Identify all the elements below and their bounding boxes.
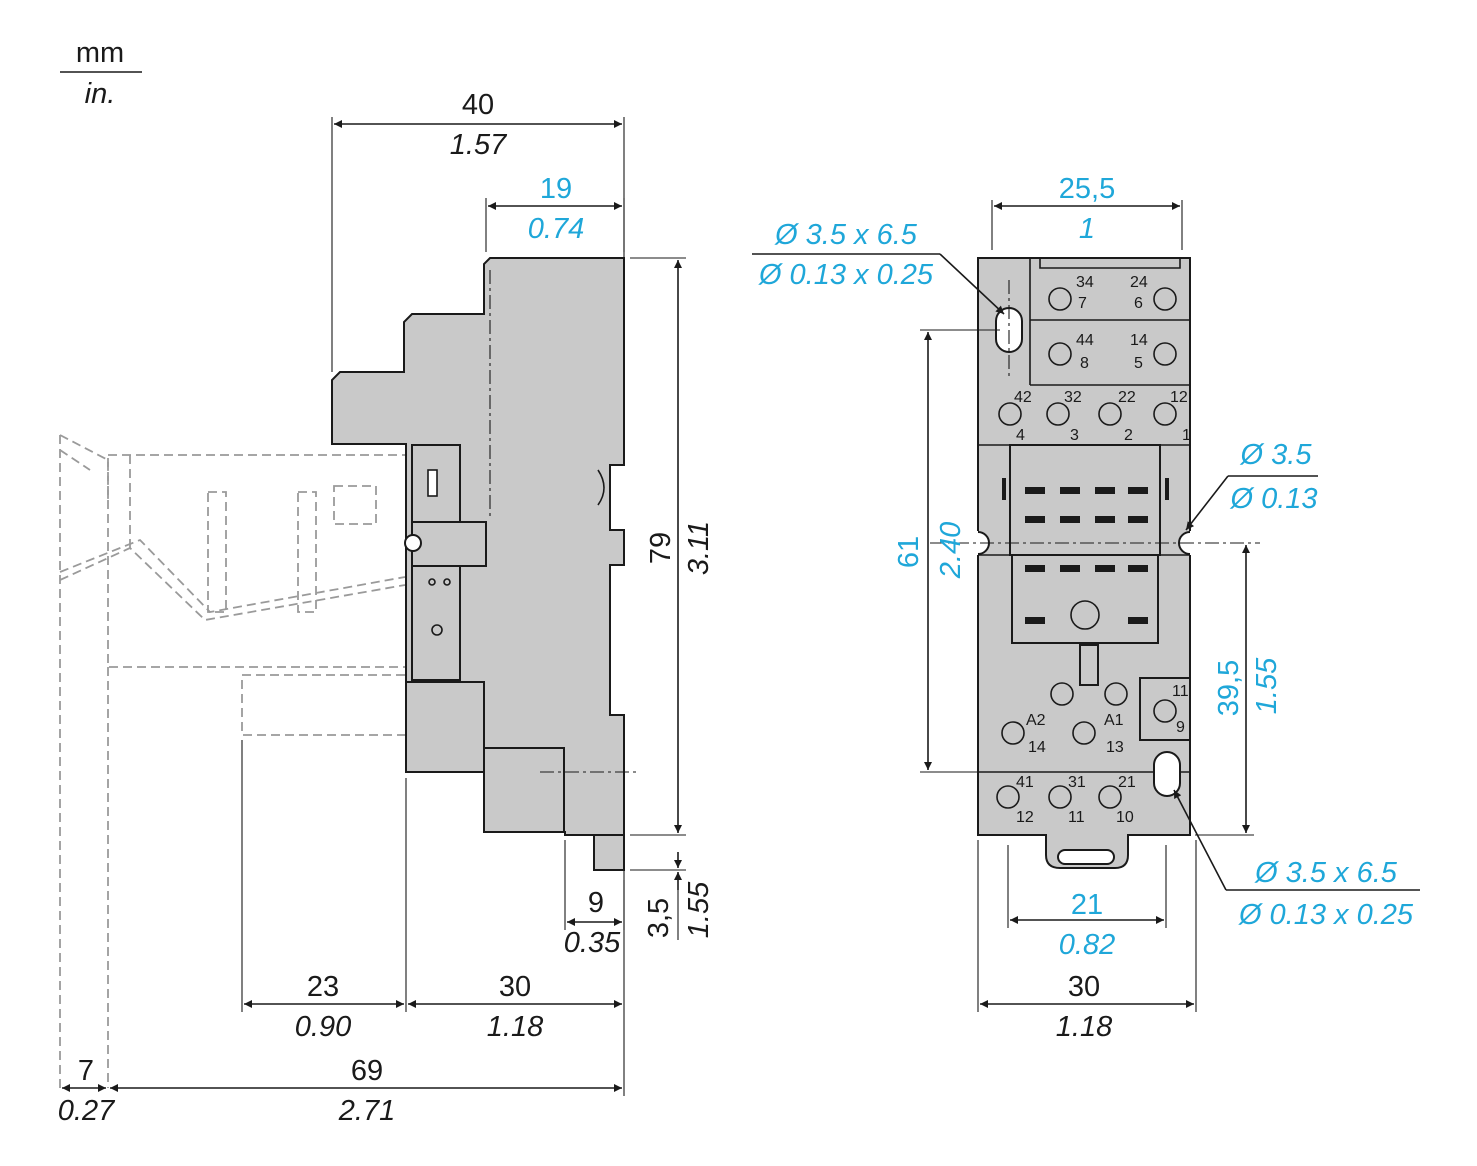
side-view: 40 1.57 19 0.74 79 3.11 3,5 1.55 9 0.35 bbox=[58, 89, 715, 1127]
hole-bottom-in: Ø 0.13 x 0.25 bbox=[1238, 899, 1414, 931]
dim-base-depth-mm: 30 bbox=[499, 971, 531, 1003]
terminal-3: 3 bbox=[1070, 427, 1079, 444]
terminal-34: 34 bbox=[1076, 274, 1094, 291]
front-view: 34 7 24 6 44 8 14 5 42 4 32 3 22 2 12 1 … bbox=[752, 173, 1420, 1043]
dim-bottom-outer-mm: 30 bbox=[1068, 971, 1100, 1003]
terminal-41: 41 bbox=[1016, 774, 1034, 791]
terminal-11-right: 11 bbox=[1172, 683, 1189, 700]
dim-width-top-in: 1 bbox=[1079, 213, 1095, 245]
dim-foot-height-in: 1.55 bbox=[683, 881, 715, 938]
terminal-22: 22 bbox=[1118, 389, 1136, 406]
terminal-labels: 34 7 24 6 44 8 14 5 42 4 32 3 22 2 12 1 … bbox=[1014, 274, 1191, 826]
unit-mm: mm bbox=[76, 37, 124, 69]
dim-overall-mm: 69 bbox=[351, 1055, 383, 1087]
dim-width-top-mm: 25,5 bbox=[1059, 173, 1115, 205]
dim-top-width-in: 0.74 bbox=[528, 213, 584, 245]
dim-height-front-in: 2.40 bbox=[935, 522, 967, 579]
dim-total-width-mm: 40 bbox=[462, 89, 494, 121]
hole-top-mm: Ø 3.5 x 6.5 bbox=[774, 219, 918, 251]
terminal-8: 8 bbox=[1080, 355, 1089, 372]
dim-bottom-inner-in: 0.82 bbox=[1059, 929, 1115, 961]
relay-outline-dashed bbox=[59, 434, 407, 1088]
terminal-14-top: 14 bbox=[1130, 332, 1148, 349]
terminal-14: 14 bbox=[1028, 739, 1046, 756]
dim-overall-in: 2.71 bbox=[338, 1095, 395, 1127]
terminal-32: 32 bbox=[1064, 389, 1082, 406]
terminal-24: 24 bbox=[1130, 274, 1148, 291]
dim-height-in: 3.11 bbox=[683, 521, 715, 575]
dim-bottom-inner-mm: 21 bbox=[1071, 889, 1103, 921]
terminal-7: 7 bbox=[1078, 295, 1087, 312]
terminal-4: 4 bbox=[1016, 427, 1025, 444]
dim-clip-mm: 7 bbox=[78, 1055, 94, 1087]
terminal-1: 1 bbox=[1182, 427, 1191, 444]
mounting-hole-bottom bbox=[1153, 751, 1181, 797]
dim-foot-height-mm: 3,5 bbox=[643, 898, 675, 938]
terminal-5: 5 bbox=[1134, 355, 1143, 372]
terminal-6: 6 bbox=[1134, 295, 1143, 312]
terminal-a1: A1 bbox=[1104, 712, 1124, 729]
terminal-13: 13 bbox=[1106, 739, 1124, 756]
dim-height-front-mm: 61 bbox=[893, 536, 925, 568]
dim-top-width-mm: 19 bbox=[540, 173, 572, 205]
terminal-42: 42 bbox=[1014, 389, 1032, 406]
dim-total-width-in: 1.57 bbox=[450, 129, 508, 161]
dim-base-depth-in: 1.18 bbox=[487, 1011, 543, 1043]
terminal-44: 44 bbox=[1076, 332, 1094, 349]
terminal-2: 2 bbox=[1124, 427, 1133, 444]
terminal-21: 21 bbox=[1118, 774, 1136, 791]
dim-foot-in: 0.35 bbox=[564, 927, 621, 959]
dim-lower-mm: 39,5 bbox=[1213, 660, 1245, 716]
terminal-11-bottom: 11 bbox=[1068, 809, 1085, 826]
hole-top-in: Ø 0.13 x 0.25 bbox=[758, 259, 934, 291]
terminal-screws bbox=[996, 287, 1177, 809]
dim-relay-depth-mm: 23 bbox=[307, 971, 339, 1003]
dim-relay-depth-in: 0.90 bbox=[295, 1011, 351, 1043]
dim-height-mm: 79 bbox=[645, 532, 677, 564]
dim-clip-in: 0.27 bbox=[58, 1095, 116, 1127]
unit-legend: mm in. bbox=[60, 37, 142, 110]
terminal-31: 31 bbox=[1068, 774, 1086, 791]
din-foot bbox=[593, 834, 625, 871]
terminal-12-bottom: 12 bbox=[1016, 809, 1034, 826]
hole-side-in: Ø 0.13 bbox=[1229, 483, 1317, 515]
dim-lower-in: 1.55 bbox=[1251, 657, 1283, 714]
hole-bottom-mm: Ø 3.5 x 6.5 bbox=[1254, 857, 1398, 889]
dim-bottom-outer-in: 1.18 bbox=[1056, 1011, 1112, 1043]
hole-side-mm: Ø 3.5 bbox=[1240, 439, 1313, 471]
terminal-12-top: 12 bbox=[1170, 389, 1188, 406]
terminal-9: 9 bbox=[1176, 719, 1185, 736]
terminal-10: 10 bbox=[1116, 809, 1134, 826]
dim-foot-mm: 9 bbox=[588, 887, 604, 919]
unit-inch: in. bbox=[85, 78, 116, 110]
terminal-a2: A2 bbox=[1026, 712, 1046, 729]
